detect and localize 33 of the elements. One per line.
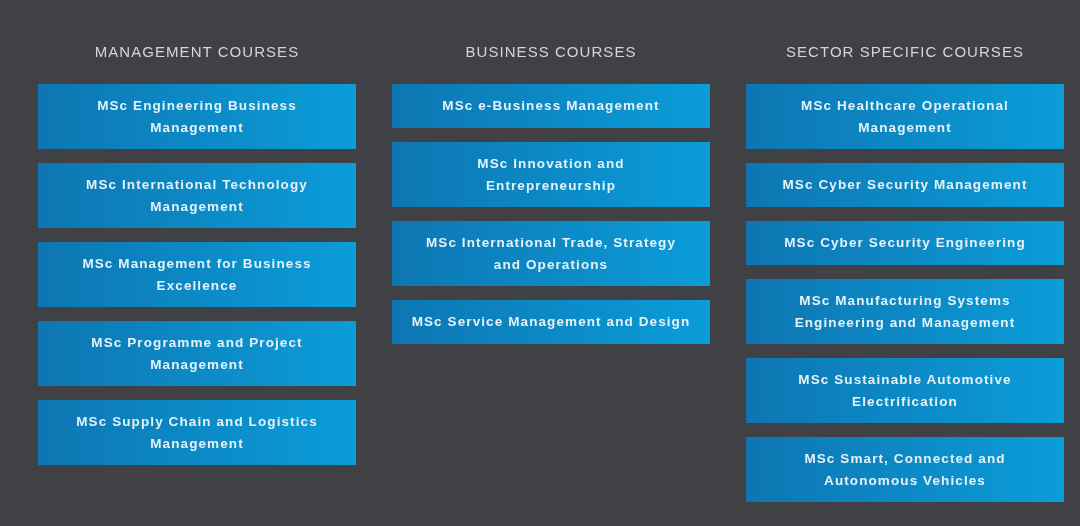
course-box <box>392 300 710 344</box>
course-box <box>746 358 1064 423</box>
course-title: MSc Cyber Security Management <box>782 176 1028 194</box>
column-heading: MANAGEMENT COURSES <box>94 42 300 62</box>
course-box <box>38 321 356 386</box>
course-box <box>746 221 1064 265</box>
course-box <box>746 163 1064 207</box>
column-heading: BUSINESS COURSES <box>465 42 637 62</box>
course-title: MSc International Trade, Strategy and Operations <box>424 233 678 274</box>
course-box <box>746 84 1064 149</box>
course-box <box>746 437 1064 502</box>
course-box <box>38 84 356 149</box>
course-title: MSc Healthcare Operational Management <box>800 96 1010 137</box>
course-title: MSc Programme and Project Management <box>90 333 304 374</box>
course-title: MSc Smart, Connected and Autonomous Vehicles <box>803 449 1007 490</box>
course-title: MSc Engineering Business Management <box>96 96 298 137</box>
course-title: MSc Management for Business Excellence <box>81 254 313 295</box>
course-box <box>392 142 710 207</box>
course-box <box>392 84 710 128</box>
course-title: MSc International Technology Management <box>85 175 309 216</box>
course-box <box>746 279 1064 344</box>
course-box <box>392 221 710 286</box>
course-title: MSc Sustainable Automotive Electrification <box>797 370 1013 411</box>
course-box <box>38 163 356 228</box>
course-title: MSc e-Business Management <box>442 97 660 115</box>
column-heading: SECTOR SPECIFIC COURSES <box>785 42 1025 62</box>
course-title: MSc Innovation and Entrepreneurship <box>476 154 626 195</box>
course-title: MSc Service Management and Design <box>411 313 691 331</box>
course-title: MSc Supply Chain and Logistics Management <box>75 412 319 453</box>
course-box <box>38 400 356 465</box>
course-title: MSc Manufacturing Systems Engineering and Management <box>793 291 1017 332</box>
course-box <box>38 242 356 307</box>
course-title: MSc Cyber Security Engineering <box>784 234 1026 252</box>
